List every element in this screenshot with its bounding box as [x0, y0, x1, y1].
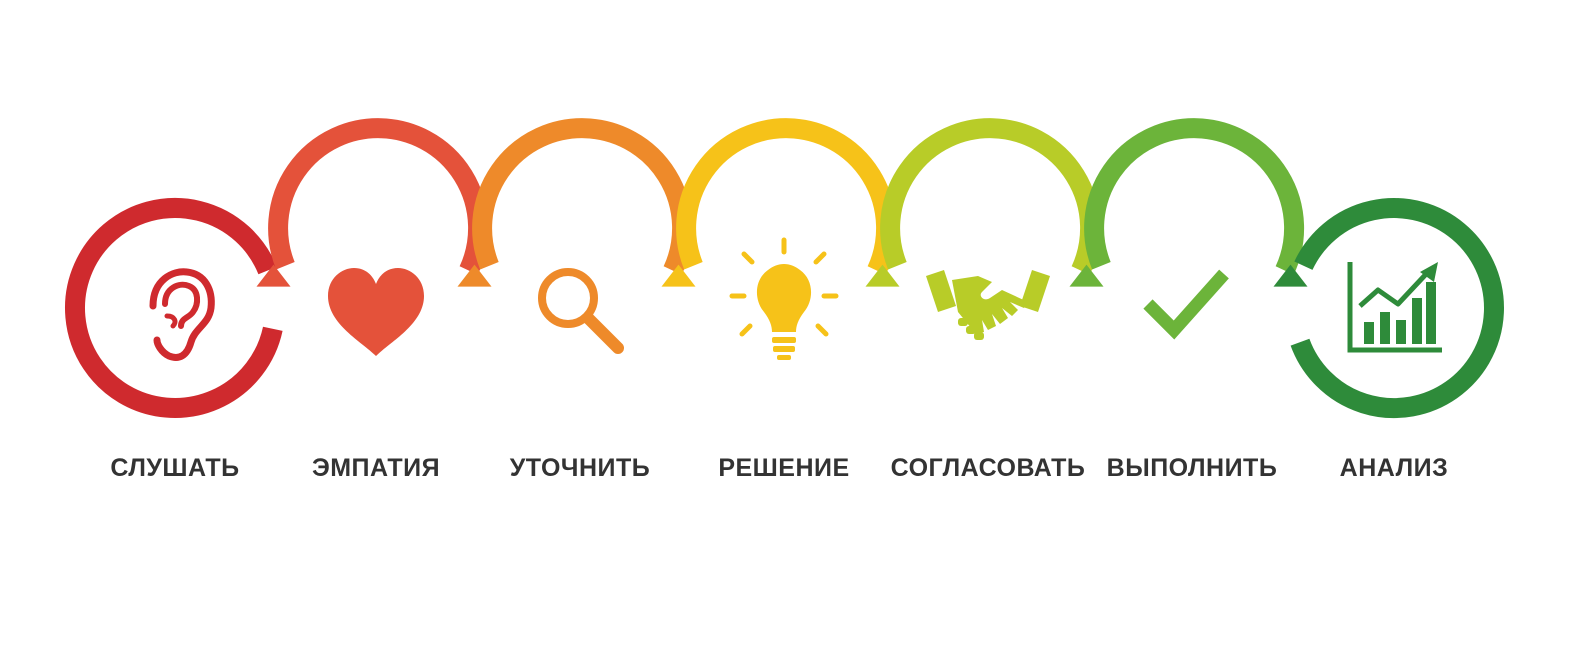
- ring-utochnit: [472, 118, 693, 275]
- arrow-up-icon: [457, 264, 492, 287]
- ring-vypolnit: [1084, 118, 1305, 275]
- magnifier-icon: [538, 268, 624, 354]
- arrow-up-icon: [1273, 264, 1308, 287]
- ring-slushat: [65, 198, 283, 418]
- step-label-soglasovat: СОГЛАСОВАТЬ: [891, 454, 1086, 482]
- ring-group: [65, 118, 1504, 419]
- step-label-utochnit: УТОЧНИТЬ: [510, 454, 650, 482]
- arrow-up-icon: [1069, 264, 1104, 287]
- ear-icon: [149, 268, 215, 361]
- step-label-reshenie: РЕШЕНИЕ: [718, 454, 849, 482]
- heart-icon: [328, 268, 424, 356]
- arrow-up-icon: [661, 264, 696, 287]
- arrow-group: [256, 264, 1308, 287]
- step-label-slushat: СЛУШАТЬ: [110, 454, 239, 482]
- lightbulb-icon: [729, 237, 839, 360]
- arrow-up-icon: [865, 264, 900, 287]
- step-label-vypolnit: ВЫПОЛНИТЬ: [1107, 454, 1278, 482]
- arrow-up-icon: [256, 264, 291, 287]
- ring-analiz: [1290, 198, 1504, 419]
- label-group: СЛУШАТЬ ЭМПАТИЯ УТОЧНИТЬ РЕШЕНИЕ СОГЛАСО…: [110, 454, 1449, 482]
- step-label-empatiya: ЭМПАТИЯ: [312, 454, 440, 482]
- ring-empatiya: [268, 118, 489, 275]
- ring-soglasovat: [880, 118, 1101, 275]
- growth-chart-icon: [1347, 262, 1442, 353]
- step-label-analiz: АНАЛИЗ: [1340, 454, 1449, 482]
- handshake-icon: [926, 270, 1050, 340]
- checkmark-icon: [1143, 269, 1229, 340]
- icon-group: [149, 237, 1442, 361]
